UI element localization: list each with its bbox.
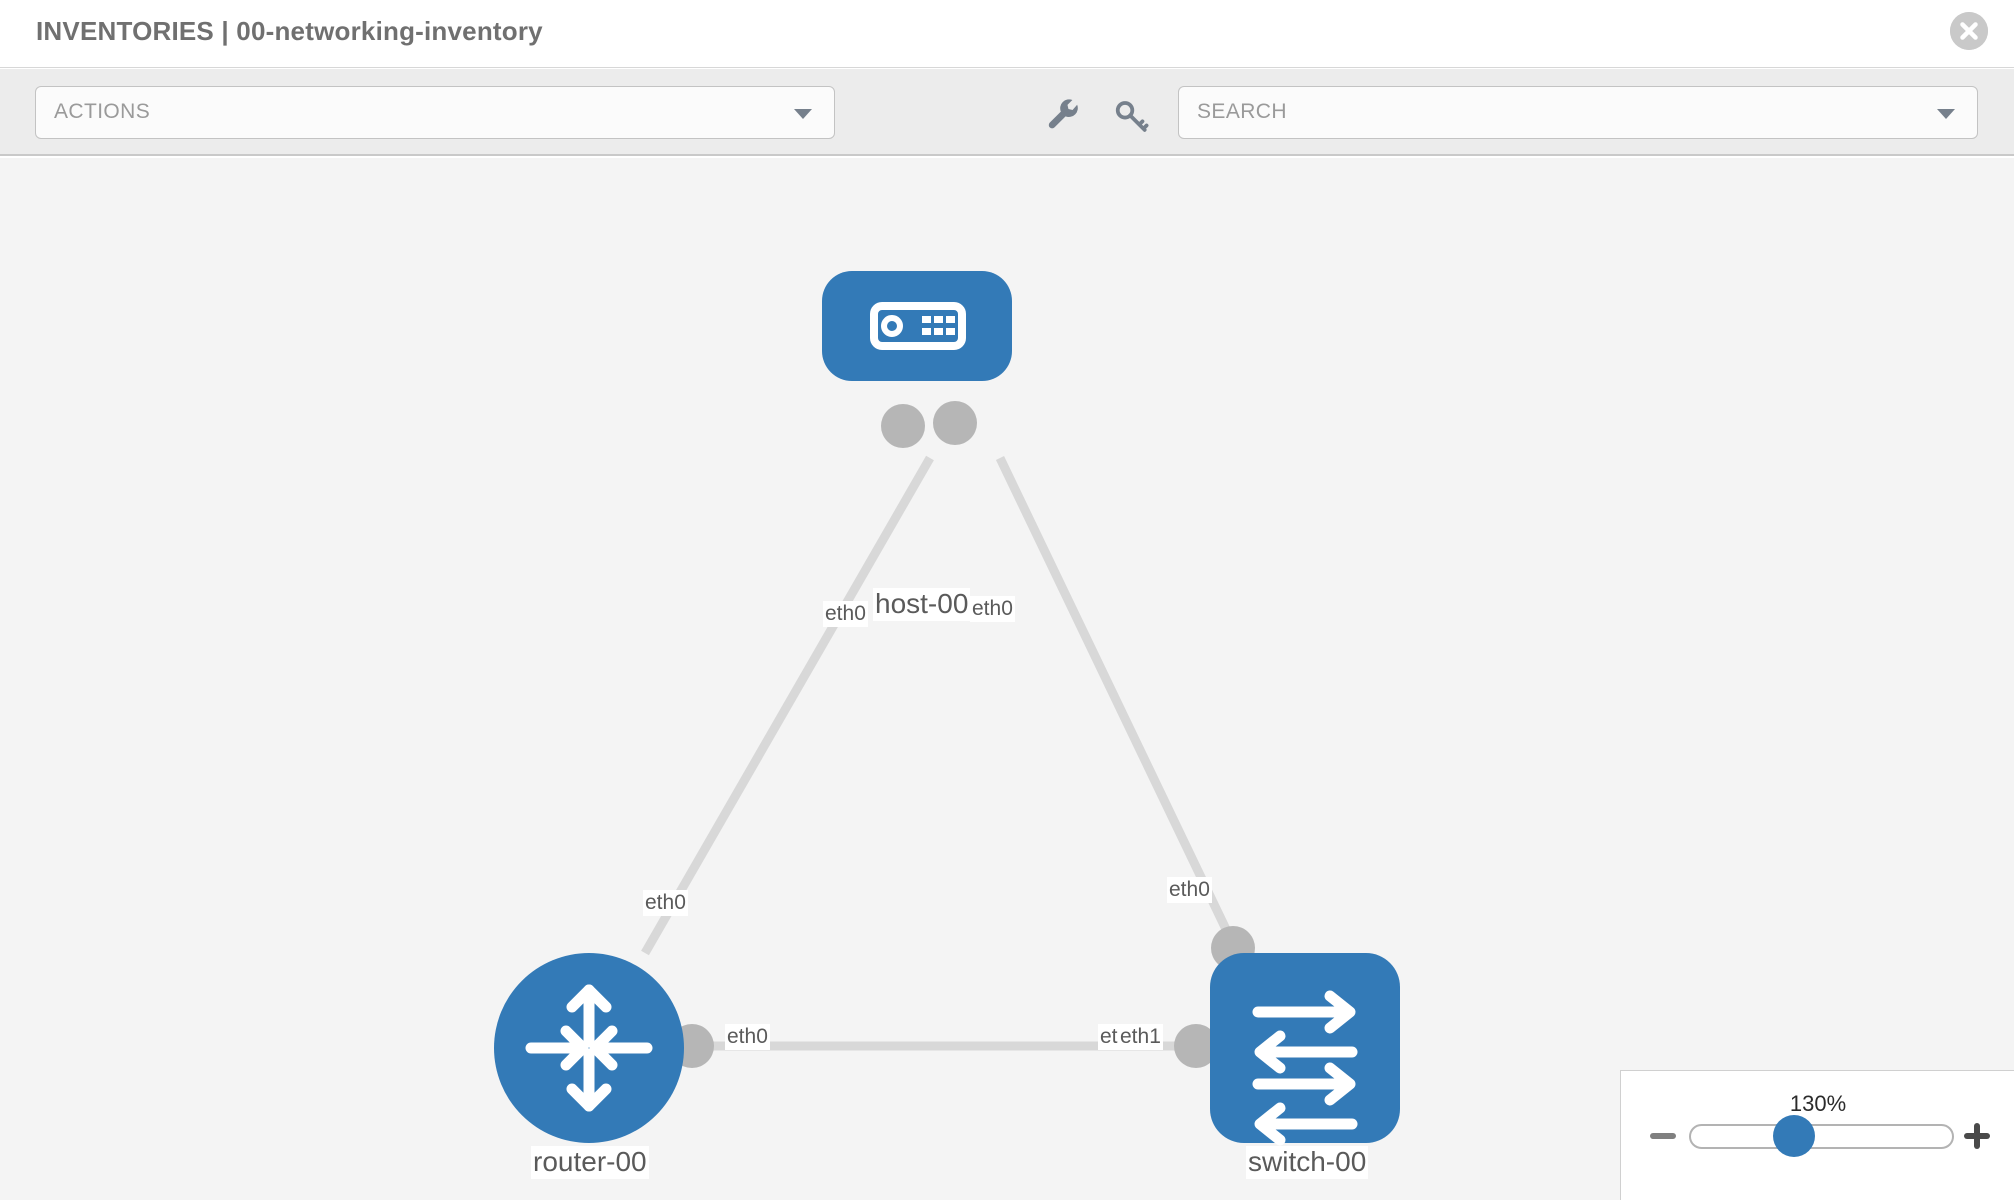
host-icon: [870, 302, 966, 350]
zoom-slider-track[interactable]: [1689, 1124, 1954, 1149]
edge-label: eth0: [1167, 877, 1212, 903]
node-label-host-00: host-00: [873, 588, 971, 621]
key-button[interactable]: [1113, 97, 1151, 135]
page-title: INVENTORIES | 00-networking-inventory: [36, 16, 543, 46]
zoom-slider-thumb[interactable]: [1773, 1115, 1815, 1157]
node-host-00[interactable]: [822, 271, 1012, 381]
zoom-level-label: 130%: [1789, 1091, 1847, 1116]
edge-label: eth0: [823, 601, 868, 627]
edge-label: eth0: [970, 596, 1015, 622]
topology-edges: [641, 455, 1240, 1051]
node-router-00[interactable]: [494, 953, 684, 1143]
edge-label: eth0: [643, 890, 688, 916]
topology-connectors: [670, 401, 1255, 1068]
zoom-in-button[interactable]: [1960, 1119, 1994, 1153]
switch-icon: [1252, 990, 1358, 1146]
edge-label: eth0: [725, 1024, 770, 1050]
edge-label: eth1: [1118, 1024, 1163, 1050]
node-label-switch-00: switch-00: [1246, 1146, 1369, 1179]
edge-host00-router00: [641, 455, 934, 956]
edge-host00-switch00: [995, 456, 1240, 950]
close-button[interactable]: [1950, 12, 1988, 50]
plus-icon: [1964, 1123, 1990, 1149]
actions-dropdown-label: ACTIONS: [54, 100, 151, 123]
toolbar: ACTIONS SEARCH: [0, 69, 2014, 156]
wrench-button[interactable]: [1045, 97, 1083, 135]
router-icon: [525, 984, 653, 1112]
close-icon: [1950, 12, 1988, 50]
actions-dropdown[interactable]: ACTIONS: [35, 86, 835, 139]
page-header: INVENTORIES | 00-networking-inventory: [0, 0, 2014, 68]
connector-switch00-left: [1174, 1024, 1218, 1068]
chevron-down-icon: [1937, 109, 1955, 119]
topology-graph: [494, 271, 1400, 1146]
minus-icon: [1650, 1133, 1676, 1139]
connector-host00-right: [933, 401, 977, 445]
search-input[interactable]: SEARCH: [1197, 100, 1287, 123]
zoom-out-button[interactable]: [1646, 1119, 1680, 1153]
key-icon: [1115, 101, 1149, 132]
topology-canvas[interactable]: eth0 eth0 eth0 eth0 eth0 eth eth1 host-0…: [0, 158, 2014, 1200]
node-switch-00[interactable]: [1210, 953, 1400, 1146]
search-dropdown[interactable]: SEARCH: [1178, 86, 1978, 139]
node-label-router-00: router-00: [531, 1146, 649, 1179]
wrench-icon: [1048, 99, 1078, 129]
chevron-down-icon: [794, 109, 812, 119]
zoom-control-panel: 130%: [1620, 1070, 2014, 1200]
connector-host00-left: [881, 404, 925, 448]
